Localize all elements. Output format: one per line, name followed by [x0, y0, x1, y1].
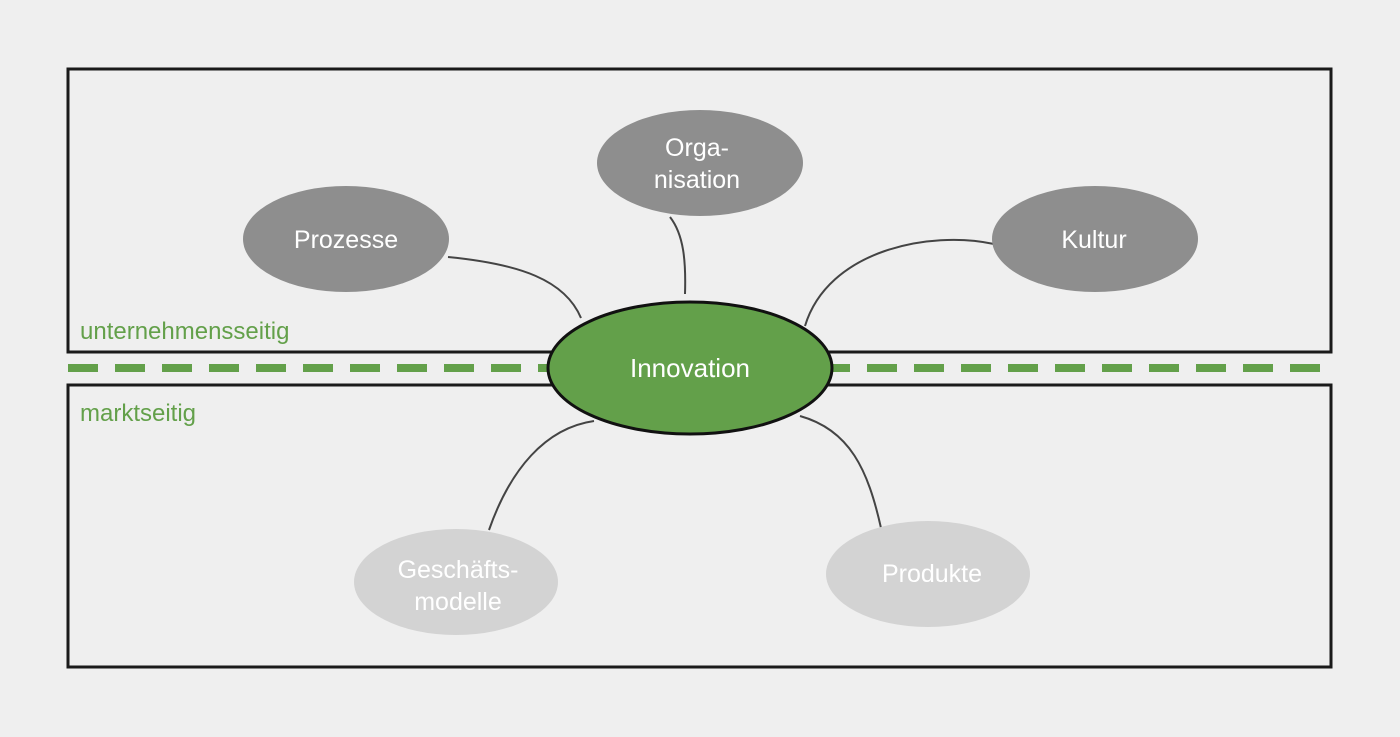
node-produkte: Produkte — [826, 521, 1030, 627]
connector-organisation — [669, 216, 687, 295]
node-organisation-label-line2: nisation — [654, 166, 740, 194]
region-label-bottom: marktseitig — [80, 400, 196, 427]
node-organisation-shape — [597, 110, 803, 216]
node-produkte-shape — [826, 521, 1030, 627]
connector-prozesse — [447, 256, 582, 319]
node-geschaeftsmodelle-shape — [354, 529, 558, 635]
node-geschaeftsmodelle: Geschäfts- modelle — [354, 529, 558, 635]
node-geschaeftsmodelle-label-line1: Geschäfts- — [398, 556, 519, 584]
node-prozesse-shape — [243, 186, 449, 292]
node-innovation-label: Innovation — [630, 353, 750, 383]
connector-kultur — [804, 238, 995, 327]
node-innovation: Innovation — [546, 300, 834, 436]
node-organisation-label-line1: Orga- — [665, 134, 729, 162]
connector-produkte — [799, 415, 882, 529]
node-kultur-shape — [992, 186, 1198, 292]
node-kultur: Kultur — [992, 186, 1198, 292]
region-label-top: unternehmensseitig — [80, 318, 289, 345]
node-organisation: Orga- nisation — [597, 110, 803, 216]
node-geschaeftsmodelle-label-line2: modelle — [414, 588, 502, 616]
node-prozesse: Prozesse — [243, 186, 449, 292]
connector-geschaeftsmodelle — [488, 420, 595, 531]
node-kultur-label: Kultur — [1061, 226, 1126, 254]
node-produkte-label: Produkte — [882, 560, 982, 588]
node-innovation-shape — [546, 300, 834, 436]
node-prozesse-label: Prozesse — [294, 226, 398, 254]
